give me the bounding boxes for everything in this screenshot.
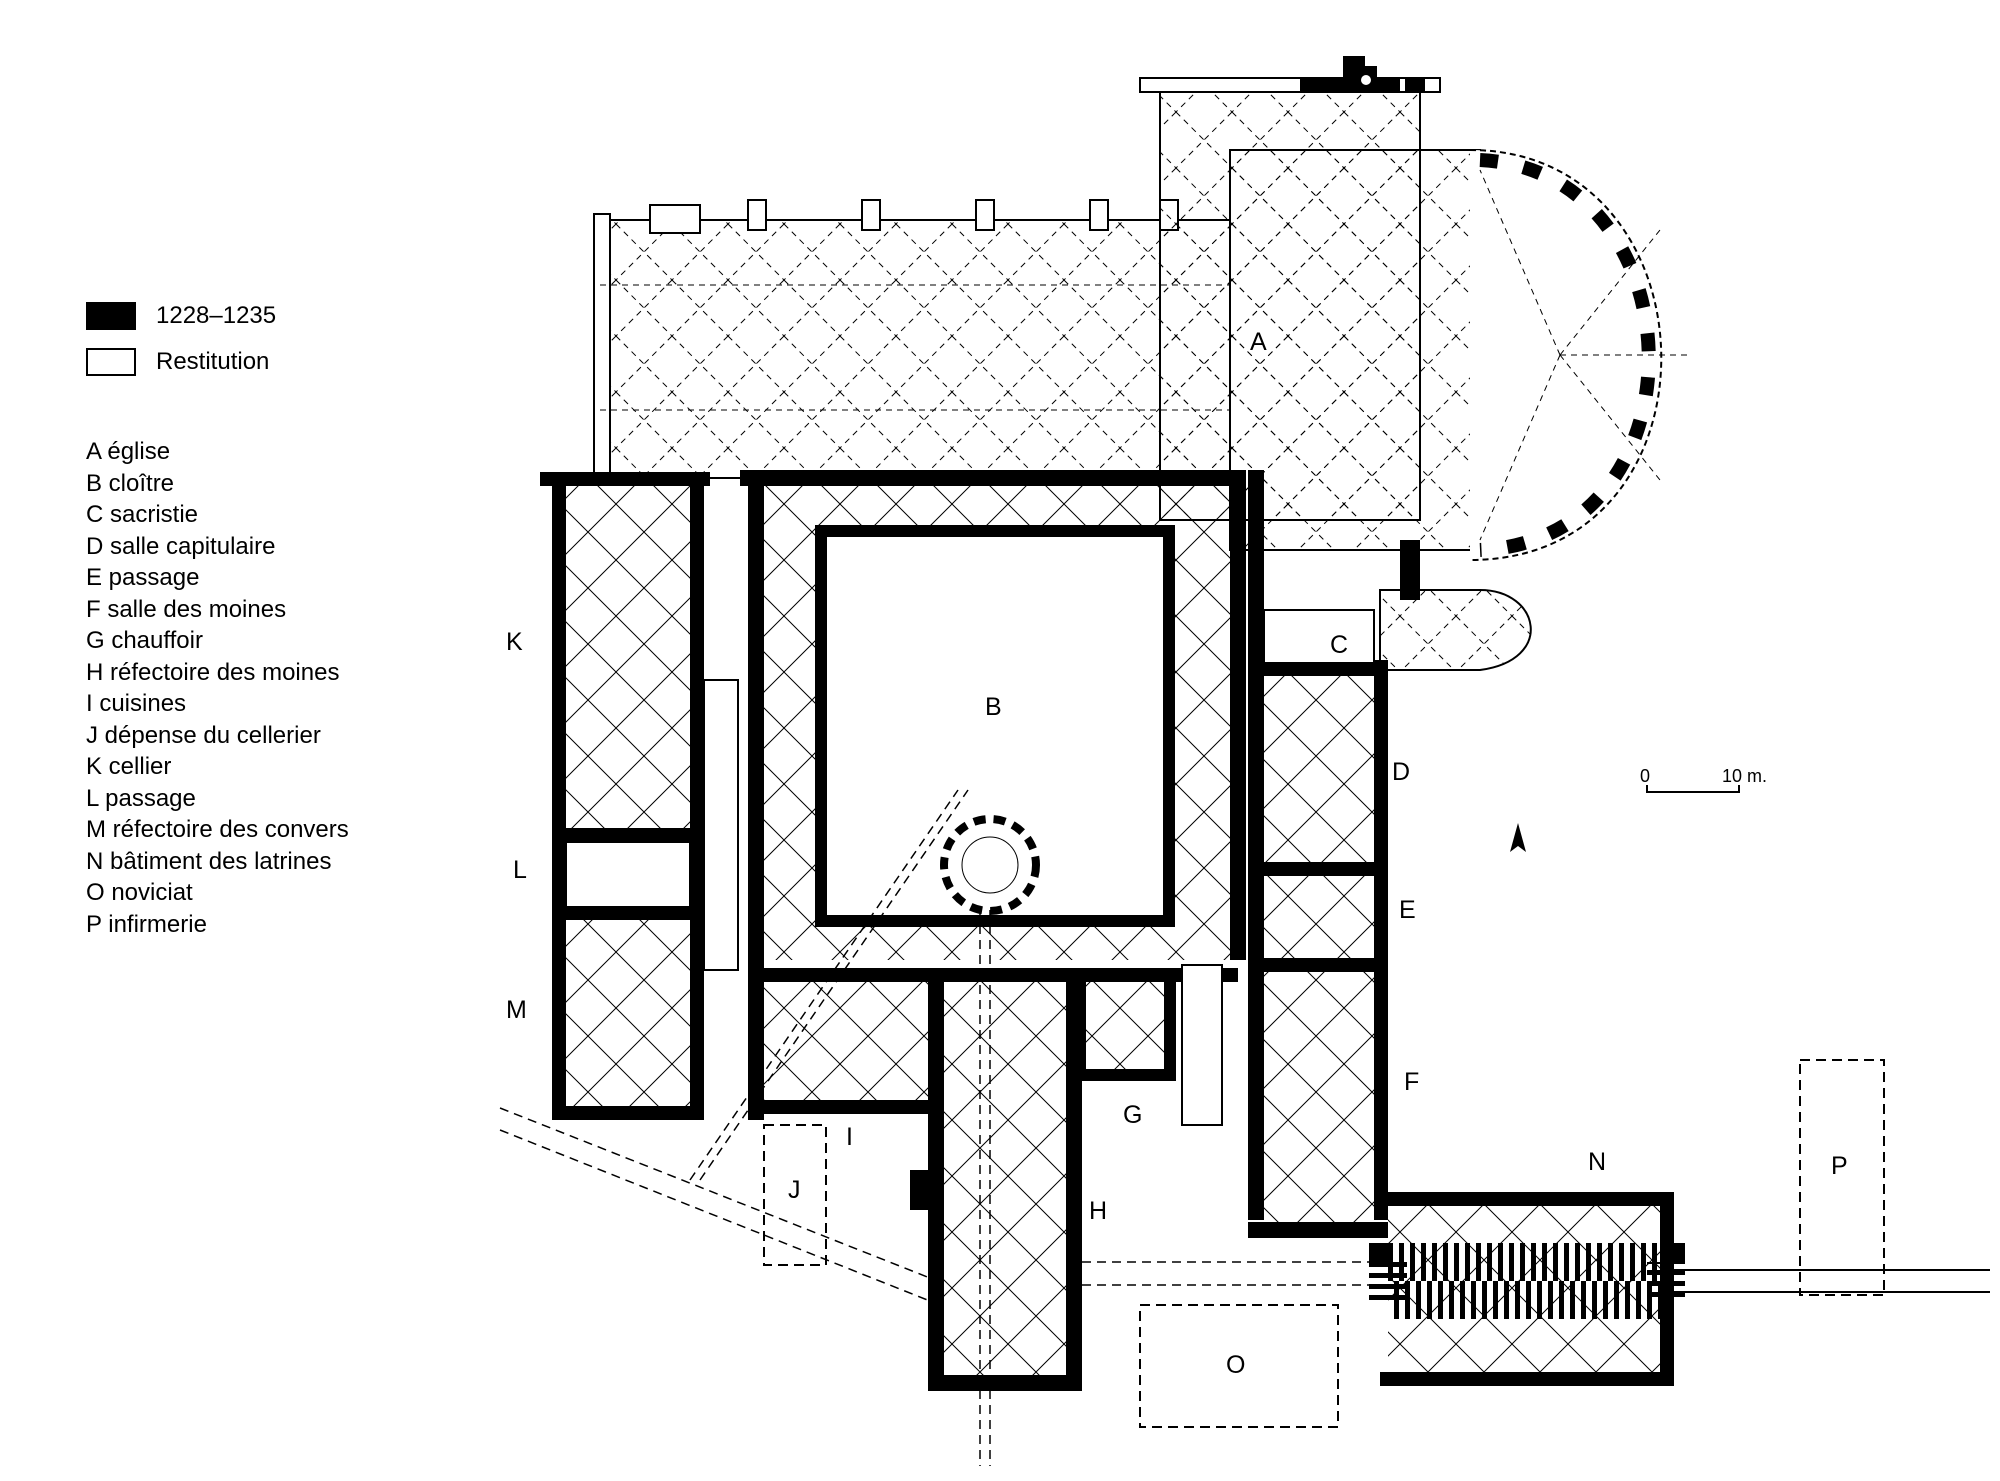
key-item: C sacristie: [86, 501, 199, 528]
scale-start-label: 0: [1640, 766, 1650, 786]
church-choir-chevet: [1229, 149, 1690, 561]
kitchens: [748, 982, 928, 1114]
church-side-chapel: [1379, 540, 1532, 671]
plan-label-e: E: [1399, 896, 1416, 924]
east-range: [1248, 470, 1388, 1238]
plan-label-c: C: [1330, 631, 1348, 659]
key-item: I cuisines: [86, 690, 187, 717]
building-key-list: A église B cloître C sacristie D salle c…: [86, 436, 426, 940]
novitiate: [1139, 1304, 1339, 1428]
plan-label-i: I: [846, 1123, 853, 1151]
key-item: A église: [86, 438, 171, 465]
legend: 1228–1235 Restitution A église B cloître…: [86, 300, 426, 940]
key-item: E passage: [86, 564, 200, 591]
legend-label-dates: 1228–1235: [156, 302, 277, 329]
north-arrow-icon: [1510, 823, 1526, 852]
cellarer-store: [763, 1124, 827, 1266]
plan-label-j: J: [788, 1176, 801, 1204]
plan-label-g: G: [1123, 1101, 1142, 1129]
latrine-building: [1369, 1192, 1990, 1386]
legend-swatch-solid: [86, 302, 136, 330]
key-item: B cloître: [86, 469, 175, 497]
plan-label-h: H: [1089, 1197, 1107, 1225]
key-item: D salle capitulaire: [86, 532, 276, 560]
plan-label-n: N: [1588, 1148, 1606, 1176]
scale-bar: 0 10 m.: [1640, 766, 1767, 793]
scale-end-label: 10 m.: [1722, 766, 1767, 786]
plan-label-d: D: [1392, 758, 1410, 786]
cloister-walks: [740, 470, 1246, 1120]
infirmary: [1799, 1059, 1885, 1296]
cloister-fountain: [940, 815, 1040, 915]
plan-label-p: P: [1831, 1152, 1848, 1180]
key-item: P infirmerie: [86, 910, 207, 938]
plan-label-a: A: [1250, 328, 1267, 356]
church-nave: [593, 199, 1231, 485]
monks-refectory: [910, 972, 1082, 1391]
key-item: K cellier: [86, 753, 172, 780]
legend-label-restitution: Restitution: [156, 348, 270, 375]
legend-swatch-outline: [86, 348, 136, 376]
key-item: O noviciat: [86, 879, 193, 906]
legend-row-restitution: Restitution: [86, 346, 426, 378]
plan-label-b: B: [985, 693, 1002, 721]
plan-label-o: O: [1226, 1351, 1245, 1379]
key-item: L passage: [86, 784, 196, 812]
plan-label-m: M: [506, 996, 527, 1024]
key-item: G chauffoir: [86, 627, 203, 654]
drains: [499, 789, 1380, 1466]
west-range: [540, 472, 739, 1120]
plan-label-f: F: [1404, 1068, 1419, 1096]
key-item: H réfectoire des moines: [86, 658, 340, 686]
key-item: F salle des moines: [86, 595, 287, 623]
plan-label-l: L: [513, 856, 527, 884]
legend-row-built: 1228–1235: [86, 300, 426, 332]
plan-label-k: K: [506, 628, 523, 656]
key-item: J dépense du cellerier: [86, 721, 321, 749]
warming-room: [1074, 964, 1223, 1126]
key-item: N bâtiment des latrines: [86, 847, 332, 875]
key-item: M réfectoire des convers: [86, 816, 349, 843]
